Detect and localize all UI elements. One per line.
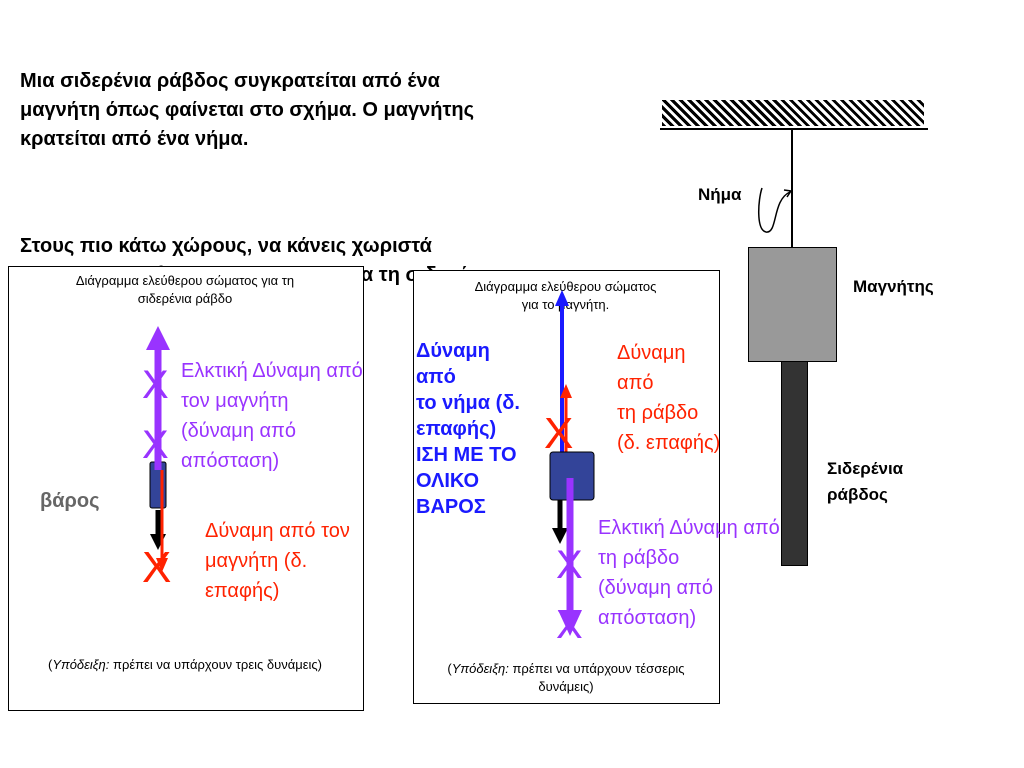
cross-mark: X <box>556 603 583 646</box>
iron-rod <box>781 361 808 566</box>
rod-contact-arrowhead <box>560 384 572 398</box>
hint-label: Υπόδειξη: <box>52 657 110 672</box>
rod-hint: (Υπόδειξη: πρέπει να υπάρχουν τρεις δυνά… <box>47 657 323 672</box>
cross-mark: X <box>142 363 169 407</box>
rod-magnetic-force-label: Ελκτική Δύναμη από τον μαγνήτη (δύναμη α… <box>181 360 363 472</box>
hint-label: Υπόδειξη: <box>451 661 509 676</box>
rod-contact-force-label: Δύναμη από τον μαγνήτη (δ. επαφής) <box>205 520 350 602</box>
magnetic-force-arrowhead <box>146 326 170 350</box>
ceiling-line <box>660 128 928 130</box>
cross-mark: X <box>142 543 171 592</box>
magnet-hint: (Υπόδειξη: πρέπει να υπάρχουν τέσσερις δ… <box>447 661 685 694</box>
magnet-weight-arrowhead <box>552 528 568 544</box>
rod-fbd-box <box>8 266 364 711</box>
tension-arrowhead <box>555 290 569 306</box>
contact-force-arrowhead <box>156 558 168 572</box>
rod-fbd-arrows: X X X <box>142 326 171 592</box>
magnet-fbd-title: Διάγραμμα ελεύθερου σώματος για το μαγνή… <box>474 279 657 312</box>
rod-label: Σιδερένια ράβδος <box>827 459 904 504</box>
rod-fbd-title: Διάγραμμα ελεύθερου σώματος για τη σιδερ… <box>75 273 295 306</box>
intro-paragraph-1: Μια σιδερένια ράβδος συγκρατείται από έν… <box>20 70 475 150</box>
string-force-label: Δύναμη από το νήμα (δ. επαφής) ΙΣΗ ΜΕ ΤΟ… <box>416 340 520 518</box>
string-label: Νήμα <box>698 185 742 204</box>
magnet-fbd-arrows: X X X <box>544 290 595 646</box>
rod-contact-force-label: Δύναμη από τη ράβδο (δ. επαφής) <box>617 342 721 454</box>
rod-magnetic-arrowhead <box>558 610 582 636</box>
string-pointer-curve <box>758 187 793 233</box>
ceiling-hatch <box>662 100 924 126</box>
rod-weight-label: βάρος <box>40 490 100 512</box>
cross-mark: X <box>556 543 583 587</box>
string <box>791 130 793 247</box>
rod-magnetic-force-label: Ελκτική Δύναμη από τη ράβδο (δύναμη από … <box>598 517 780 629</box>
cross-mark: X <box>142 423 169 467</box>
cross-mark: X <box>544 409 573 458</box>
magnet-block <box>748 247 837 362</box>
magnet-label: Μαγνήτης <box>853 277 934 296</box>
